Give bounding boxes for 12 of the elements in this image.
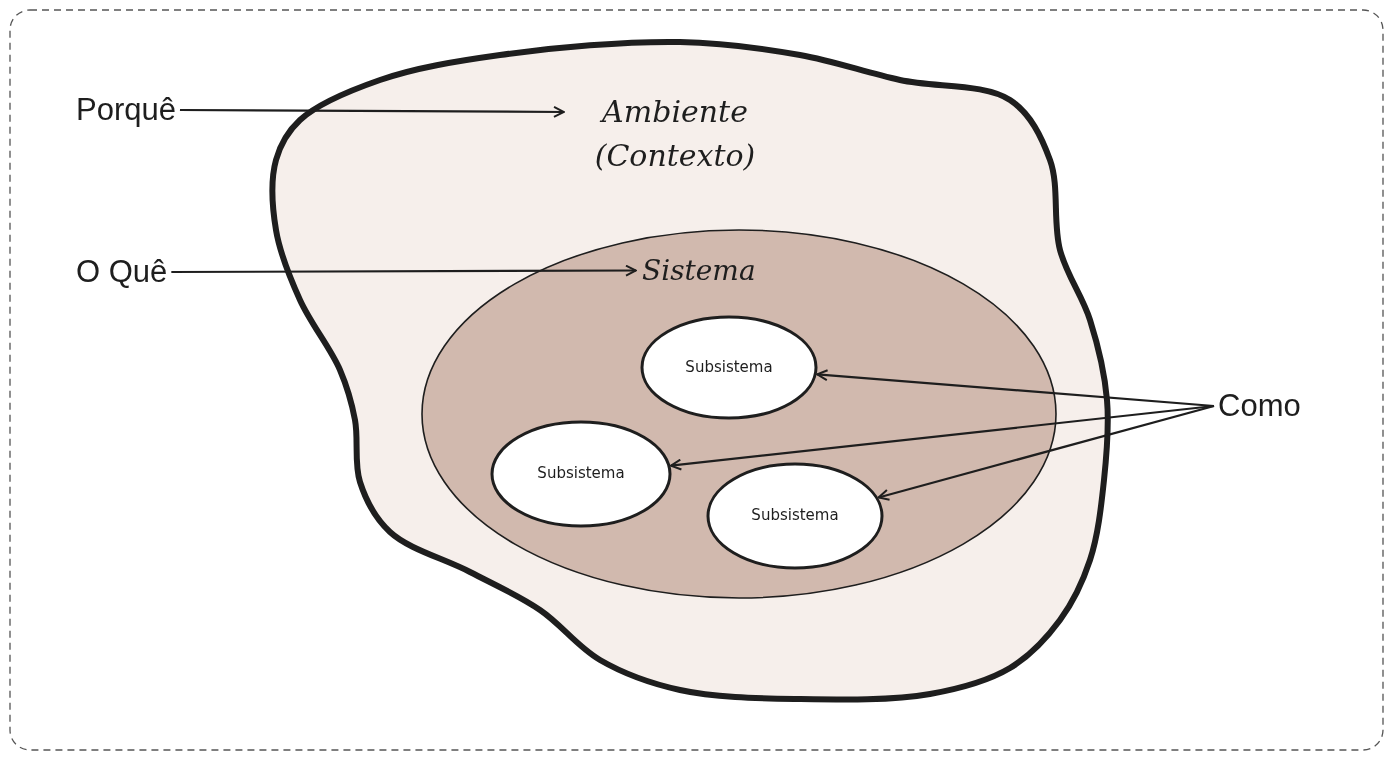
annotation-label: Como [1218, 388, 1301, 424]
arrow [877, 404, 1215, 501]
shape-label: Ambiente (Contexto) [593, 93, 757, 175]
annotation-label: O Quê [76, 254, 168, 290]
shape-label: Subsistema [536, 464, 626, 483]
shape-label: Subsistema [750, 506, 840, 525]
annotation-label: Porquê [76, 92, 176, 128]
arrow [669, 404, 1215, 471]
arrow [171, 264, 637, 277]
shape-label: Sistema [642, 254, 756, 287]
shape-label: Subsistema [684, 357, 774, 376]
arrow [179, 105, 565, 118]
